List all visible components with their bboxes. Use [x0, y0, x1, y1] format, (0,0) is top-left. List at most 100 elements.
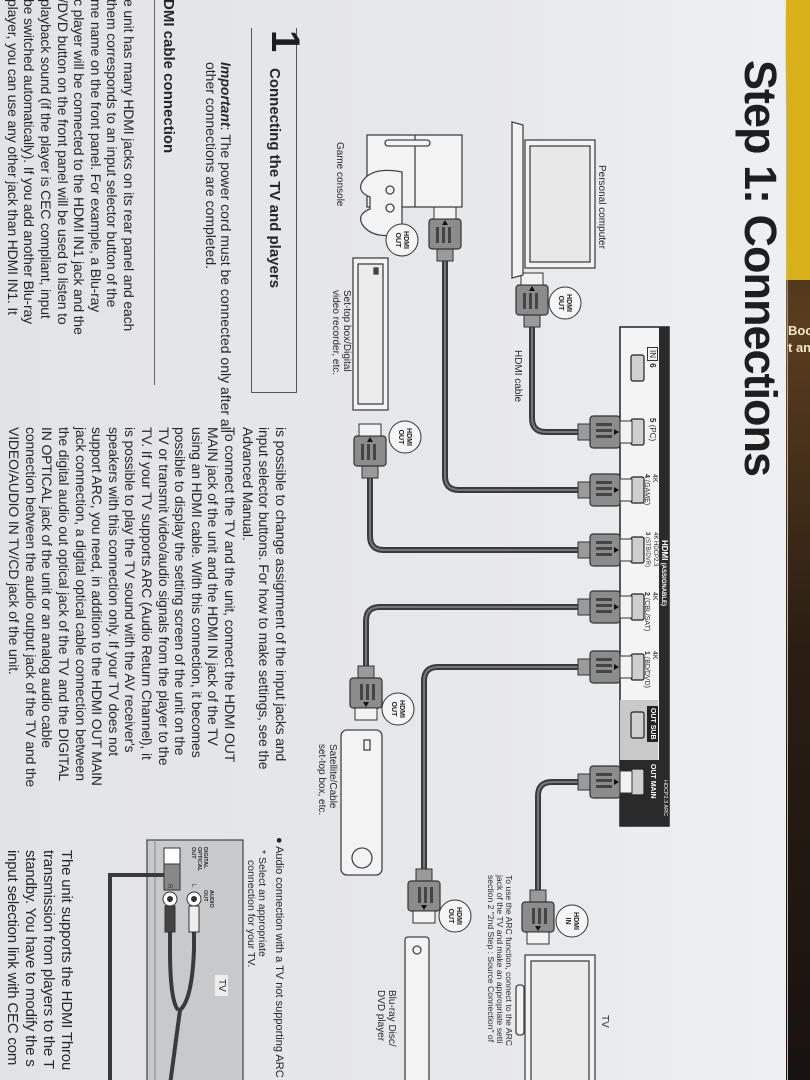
text-line: The unit supports the HDMI Throu [58, 850, 75, 1071]
hdmi-jack [630, 354, 645, 382]
text-line: speakers with this connection only. If y… [105, 427, 122, 756]
text-line: standby. You have to modify the s [22, 850, 39, 1067]
text-line: me name on the front panel. For example,… [87, 0, 104, 313]
text-line: transmission from players to the T [40, 850, 57, 1069]
jack-label-4: 4K 4 (GAME) [643, 474, 659, 506]
out-main-label: OUT MAIN [649, 764, 656, 799]
game-console-icon [359, 134, 463, 237]
hdmi-jack [630, 768, 645, 796]
text-line: be switched automatically). If you add a… [21, 0, 38, 324]
jack-number: 3 [644, 532, 651, 536]
bubble-text: HDMI [402, 231, 409, 249]
jack-tag: IN [647, 347, 658, 361]
section-number: 1 [263, 30, 307, 53]
text-line: DIGITAL [202, 847, 208, 869]
text-line: possible to display the setting screen o… [172, 427, 189, 756]
text-line: To use the ARC function, connect to the … [504, 875, 514, 1047]
text-line: c player will be connected to the HDMI I… [71, 0, 88, 335]
hdmi-plug [577, 473, 633, 507]
important-label: Important [218, 62, 234, 127]
text-line: OPTICAL [196, 847, 202, 872]
select-note: * Select an appropriate connection for y… [245, 850, 268, 967]
important-note: Important: The power cord must be connec… [203, 62, 234, 433]
text-line: AUDIO [208, 890, 214, 908]
tv-connection-paragraph: To connect the TV and the unit, connect … [6, 427, 238, 787]
bluray-label: Blu-ray Disc/DVD player [375, 990, 397, 1047]
text-line: Blu-ray Disc/ [386, 990, 397, 1047]
text-line: is possible to play the TV sound with th… [122, 427, 139, 753]
jack-name: (BD/DVD) [643, 656, 651, 688]
jack-name: (STB/DVR) [644, 537, 651, 568]
text-line: the digital audio out optical jack of th… [56, 427, 73, 781]
cable-highlights [365, 261, 578, 890]
text-line: support ARC, you need, in addition to th… [89, 427, 106, 786]
jack-label-2: 4K 2 (CBL/SAT) [643, 592, 659, 632]
text-line: To connect the TV and the unit, connect … [222, 427, 238, 763]
hdmi-jack [630, 418, 645, 446]
bubble-text: OUT [397, 430, 404, 446]
laptop-icon [511, 121, 596, 279]
tv-icon [515, 954, 596, 1080]
hdmi-jack [630, 711, 645, 739]
hdmi-plug [577, 765, 633, 799]
jack-label-5: 5 (PC) [647, 418, 658, 441]
bluray-player-icon [404, 936, 430, 1080]
jack-number: 5 [648, 418, 657, 423]
jack-number: 2 [643, 592, 651, 596]
text-line: is possible to change assignment of the … [273, 427, 289, 762]
page-title: Step 1: Connections [735, 60, 786, 477]
pc-label: Personal computer [596, 165, 607, 249]
bubble-text: OUT [394, 233, 401, 249]
text-line: player, you can use any other jack than … [4, 0, 21, 315]
bubble-text: HDMI [565, 294, 572, 312]
out-sub-label: OUT SUB [647, 706, 658, 742]
jack-name: (CBL/SAT) [643, 597, 651, 632]
tv-audio-label: TV [215, 975, 228, 996]
text-line: MAIN jack of the unit and the HDMI IN ja… [205, 427, 222, 746]
text-line: Advanced Manual. [239, 427, 256, 541]
text-line: using an HDMI cable. With this connectio… [188, 427, 205, 758]
jack-tag: 4K [651, 474, 658, 483]
text-line: video recorder, etc. [330, 290, 341, 376]
text-line: Set-top box/Digital [341, 290, 352, 372]
jack-name: (GAME) [643, 479, 651, 506]
bubble-text: HDMI [405, 428, 412, 446]
jack-label-1: 4K 1 (BD/DVD) [643, 651, 659, 688]
cable-satellite [363, 604, 581, 669]
text-line: TV or transmit video/audio signals from … [155, 427, 172, 766]
important-text-2: other connections are completed. [203, 62, 219, 270]
jack-tag: 4K [651, 592, 658, 601]
optical-jack [163, 847, 181, 865]
jack-number: 1 [643, 651, 651, 655]
panel-header: HDMI (ASSIGNABLE) [658, 540, 669, 606]
satellite-box-icon [340, 729, 383, 876]
jack-name: (PC) [648, 424, 657, 442]
jack-tag: 4K [651, 651, 658, 660]
hdmi-cables [363, 258, 581, 893]
optical-plug [163, 863, 181, 891]
text-line: VIDEO/AUDIO IN TV/CD jack of the unit. [6, 427, 23, 675]
hdmi-cable-connection-heading: DMI cable connection [160, 0, 177, 154]
hdmi-plug [577, 650, 633, 684]
text-line: set-top box, etc. [316, 744, 327, 816]
hdmi-plug [353, 423, 387, 479]
tv-label: TV [599, 1015, 610, 1028]
jack-label-6: IN 6 [647, 347, 658, 368]
text-line: Satellite/Cable [327, 744, 338, 809]
text-line: them corresponds to an input selector bu… [104, 0, 121, 308]
audio-connection-note: ● Audio connection with a TV not support… [273, 837, 285, 1078]
hdmi-plug [407, 868, 441, 924]
r-label: R [166, 884, 172, 889]
